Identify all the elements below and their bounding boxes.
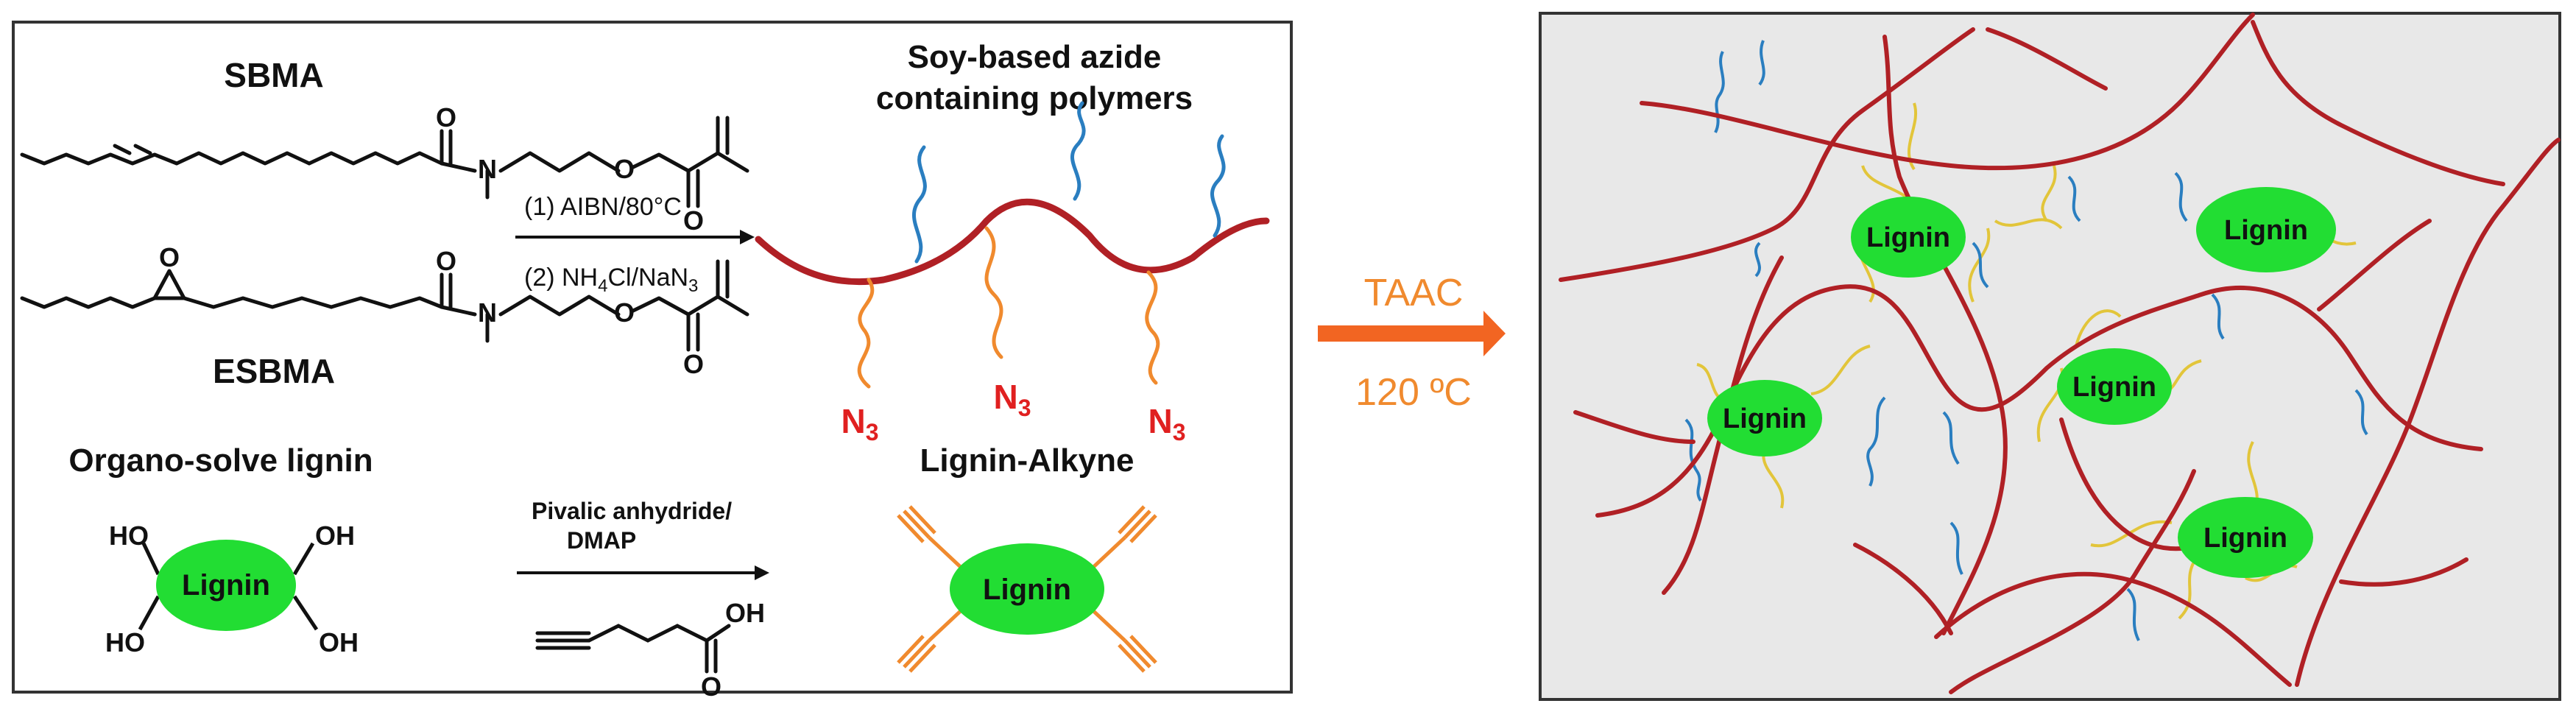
- acid-o: O: [701, 671, 721, 702]
- organosolve-label: Organo-solve lignin: [68, 442, 373, 479]
- reaction-arrow-2: [517, 565, 769, 580]
- pendant-chain-2: [1070, 101, 1086, 201]
- acid-oh: OH: [725, 598, 765, 628]
- sbma-label: SBMA: [224, 56, 323, 94]
- lignin-oh-bonds: [138, 542, 319, 631]
- alkyne-arms: [897, 505, 1157, 673]
- condition-step2: (2) NH4Cl/NaN3: [524, 264, 698, 296]
- hydroxyl-top-right: OH: [315, 521, 355, 551]
- lignin-blob-left: [156, 540, 296, 631]
- reagent-line1: Pivalic anhydride/: [532, 498, 732, 524]
- polymer-title-line2: containing polymers: [876, 80, 1193, 116]
- lignin-node-5: Lignin: [2178, 497, 2313, 578]
- esbma-carbonyl-o: O: [436, 246, 456, 276]
- azide-label-3: N3: [1148, 402, 1185, 445]
- esbma-epoxide-o: O: [159, 242, 180, 272]
- svg-text:Lignin: Lignin: [2224, 215, 2308, 246]
- azide-chain-1: [857, 278, 875, 389]
- lignin-node-3: Lignin: [1707, 380, 1822, 456]
- hexynoic-acid: [535, 624, 731, 674]
- reagent-line2: DMAP: [567, 527, 636, 554]
- esbma-label: ESBMA: [213, 352, 335, 390]
- svg-text:Lignin: Lignin: [2203, 523, 2287, 554]
- azide-label-2: N3: [993, 378, 1031, 421]
- esbma-ester-carbonyl-o: O: [683, 349, 704, 379]
- condition-step1: (1) AIBN/80°C: [524, 193, 682, 221]
- temperature-label: 120 ºC: [1355, 371, 1472, 414]
- sbma-carbonyl-o: O: [436, 102, 456, 133]
- taac-label: TAAC: [1364, 272, 1464, 314]
- esbma-ester-o: O: [614, 297, 635, 328]
- polymer-backbone: [755, 198, 1270, 286]
- svg-text:Lignin: Lignin: [1723, 403, 1807, 434]
- lignin-alkyne-label: Lignin-Alkyne: [920, 442, 1135, 479]
- azide-chain-2: [984, 226, 1003, 359]
- hydroxyl-top-left: HO: [109, 521, 149, 551]
- lignin-label-alkyne: Lignin: [983, 574, 1071, 606]
- svg-text:Lignin: Lignin: [1866, 222, 1950, 253]
- network-panel: [1539, 12, 2561, 701]
- lignin-node-1: Lignin: [1851, 197, 1966, 278]
- sbma-n: N: [478, 154, 497, 184]
- polymer-title-line1: Soy-based azide: [908, 39, 1162, 75]
- sbma-ester-o: O: [614, 154, 635, 184]
- reaction-arrow-1: [515, 230, 755, 244]
- lignin-node-4: Lignin: [2057, 348, 2172, 425]
- lignin-blob-alkyne: [950, 543, 1104, 635]
- lignin-node-2: Lignin: [2196, 187, 2336, 272]
- pendant-chain-3: [1210, 134, 1226, 238]
- azide-chain-3: [1145, 270, 1160, 385]
- hydroxyl-bottom-right: OH: [319, 627, 359, 657]
- esbma-n: N: [478, 297, 497, 328]
- sbma-structure: [20, 116, 749, 208]
- esbma-structure: [20, 259, 749, 352]
- svg-text:Lignin: Lignin: [2072, 372, 2156, 403]
- sbma-ester-carbonyl-o: O: [683, 205, 704, 236]
- lignin-label-left: Lignin: [182, 569, 270, 602]
- azide-label-1: N3: [841, 402, 878, 445]
- pendant-chain-1: [911, 145, 927, 264]
- azide-polymer: [755, 101, 1270, 389]
- taac-arrow: [1318, 311, 1506, 356]
- hydroxyl-bottom-left: HO: [105, 627, 145, 657]
